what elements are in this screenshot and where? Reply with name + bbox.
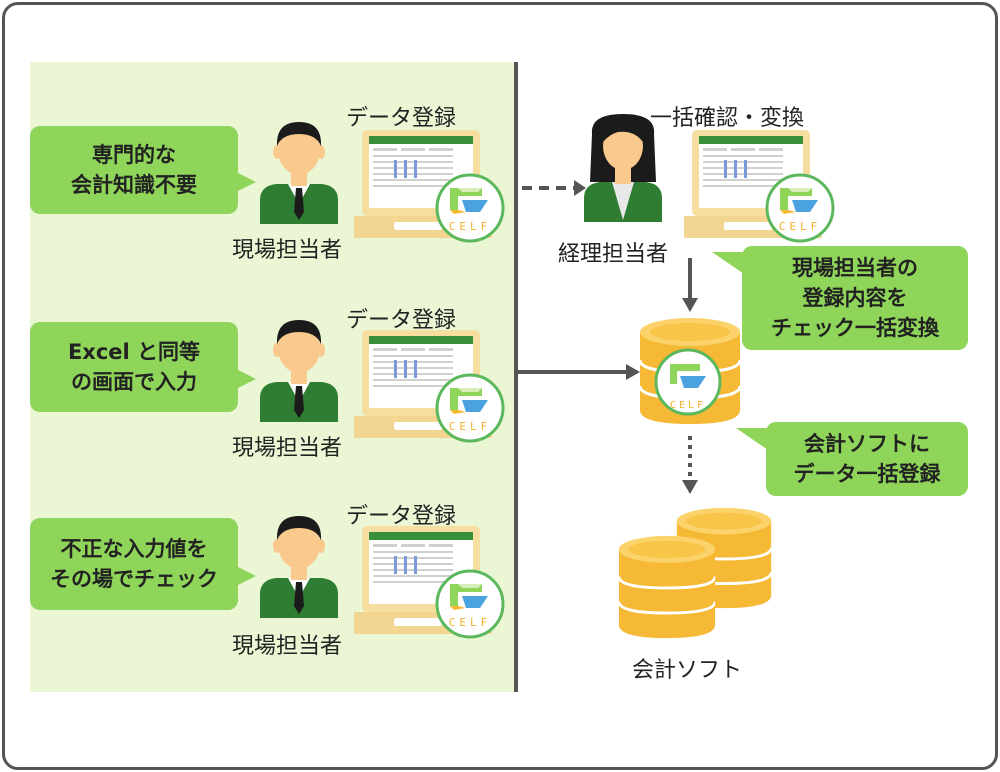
data-entry-label: データ登録 bbox=[346, 106, 457, 131]
field-staff-person-icon bbox=[258, 506, 340, 618]
field-staff-person-icon bbox=[258, 112, 340, 224]
bubble-validation: 不正な入力値を その場でチェック bbox=[30, 518, 256, 610]
data-entry-label: データ登録 bbox=[346, 308, 457, 333]
bubble-line: 登録内容を bbox=[802, 286, 908, 310]
bubble-bulk-convert: 現場担当者の 登録内容を チェック一括変換 bbox=[712, 246, 968, 350]
bubble-line: 不正な入力値を bbox=[60, 537, 208, 561]
accounting-software-db-front-icon bbox=[618, 534, 716, 640]
bubble-line: Excel と同等 bbox=[67, 340, 201, 364]
field-staff-label: 現場担当者 bbox=[232, 436, 343, 461]
bubble-line: 専門的な bbox=[92, 143, 176, 167]
accountant-label: 経理担当者 bbox=[558, 242, 669, 267]
bubble-line: データ一括登録 bbox=[793, 462, 941, 486]
bubble-bulk-register: 会計ソフトに データ一括登録 bbox=[736, 422, 968, 496]
bubble-line: その場でチェック bbox=[50, 567, 218, 591]
dashed-arrow-to-reviewer bbox=[522, 180, 586, 196]
celf-database-icon: CELF bbox=[640, 316, 740, 426]
celf-laptop-icon bbox=[354, 526, 509, 646]
bubble-line: 会計知識不要 bbox=[71, 173, 197, 197]
bulk-review-label: 一括確認・変換 bbox=[650, 106, 805, 131]
data-entry-label: データ登録 bbox=[346, 504, 457, 529]
field-staff-label: 現場担当者 bbox=[232, 634, 343, 659]
field-staff-label: 現場担当者 bbox=[232, 238, 343, 263]
celf-laptop-icon bbox=[354, 130, 509, 250]
field-staff-person-icon bbox=[258, 310, 340, 422]
bubble-no-expertise: 専門的な 会計知識不要 bbox=[30, 126, 256, 214]
bubble-line: の画面で入力 bbox=[71, 370, 197, 394]
bubble-line: 現場担当者の bbox=[792, 256, 918, 280]
accounting-software-label: 会計ソフト bbox=[632, 658, 743, 683]
celf-laptop-icon bbox=[684, 130, 839, 250]
bubble-line: 会計ソフトに bbox=[804, 432, 930, 456]
celf-logo-text: CELF bbox=[670, 400, 706, 411]
arrow-from-left-to-db bbox=[518, 364, 640, 380]
panel-divider bbox=[514, 62, 518, 692]
bubble-excel-like: Excel と同等 の画面で入力 bbox=[30, 322, 256, 412]
dotted-arrow-to-accounting bbox=[682, 436, 698, 494]
arrow-to-celf-db bbox=[682, 258, 698, 312]
celf-laptop-icon bbox=[354, 330, 509, 450]
bubble-line: チェック一括変換 bbox=[771, 316, 939, 340]
